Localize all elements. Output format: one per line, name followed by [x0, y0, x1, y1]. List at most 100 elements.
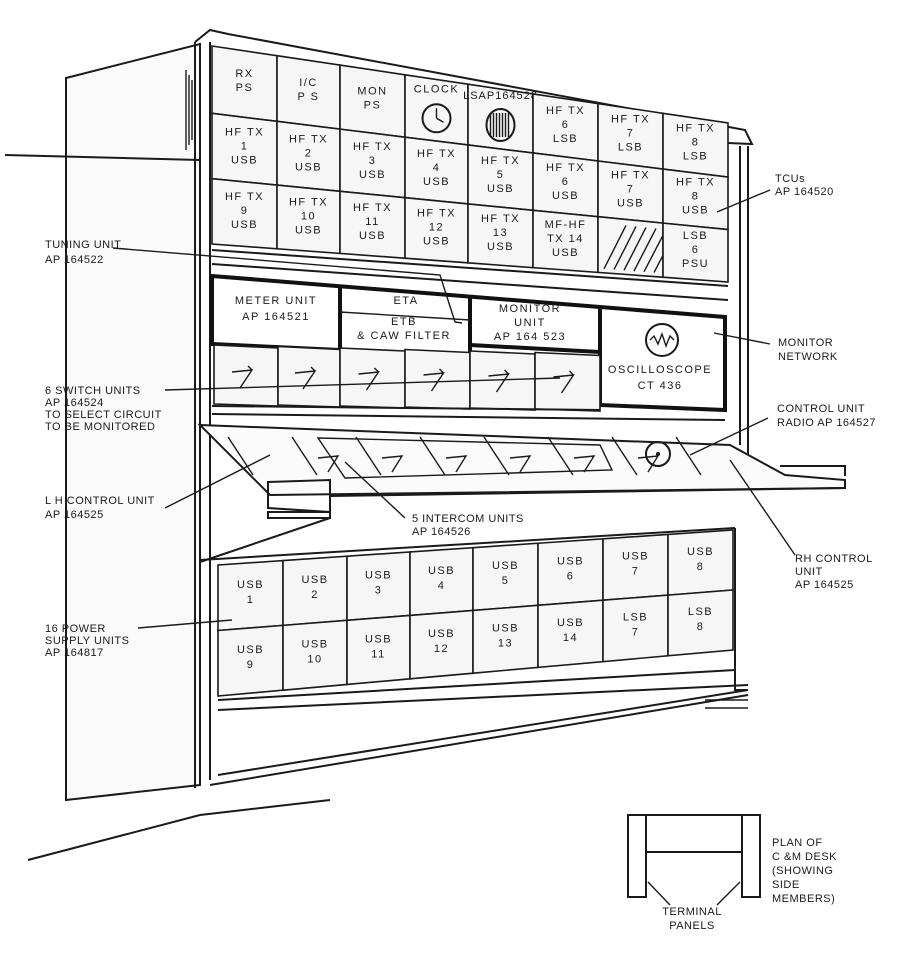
side-vent	[185, 70, 193, 150]
intercom-key-icon	[509, 455, 532, 473]
top-panel-label-line: HF TX	[353, 141, 392, 153]
plan-desk	[646, 814, 742, 853]
switch-units-label-line: 6 SWITCH UNITS	[45, 385, 141, 397]
psu-panel-label-line: 5	[502, 575, 510, 587]
tcus-label-line: TCUs	[775, 173, 805, 185]
switch-lever-icon	[488, 369, 510, 393]
eta-divider	[339, 311, 471, 321]
monitor-network-label-line: NETWORK	[778, 351, 838, 363]
lower-base-lines	[209, 669, 749, 786]
top-panel-label-line: MF-HF	[545, 219, 587, 231]
power-supply-label-line: 16 POWER	[45, 623, 106, 635]
psu-panel-label-line: USB	[237, 644, 264, 656]
oscilloscope-label-line: CT 436	[638, 380, 683, 392]
psu-panel-label-line: 7	[632, 627, 640, 639]
top-panel-label-line: 8	[692, 137, 700, 149]
desk-divider	[227, 436, 254, 476]
top-panel-label-line: USB	[552, 247, 579, 259]
psu-panel-label-line: USB	[301, 639, 328, 651]
top-panel-label-line: 6	[562, 119, 570, 131]
switch-lever-icon	[231, 365, 254, 389]
top-panel-label-line: 4	[433, 162, 441, 174]
desk-divider	[291, 436, 318, 476]
hatch-line	[613, 226, 637, 270]
top-panel-label-line: 1	[241, 141, 249, 153]
top-panel-label-line: PS	[236, 82, 254, 94]
psu-panel-label: USB 1	[237, 579, 264, 606]
switch-unit	[277, 345, 341, 408]
top-panel-label-line: LSB	[683, 151, 708, 163]
left-wall-line	[4, 154, 201, 161]
plan-diagram	[627, 814, 761, 906]
switch-unit	[404, 348, 471, 410]
top-panel-label-line: PSU	[682, 258, 709, 270]
monitor-unit-label-line: MONITOR	[499, 303, 561, 315]
hatch-line	[603, 225, 627, 270]
psu-panel-label-line: 8	[697, 621, 705, 633]
top-panel-label-line: USB	[231, 155, 258, 167]
plan-arrows	[647, 881, 741, 906]
cabinet-frame	[194, 42, 211, 788]
cabinet-top	[194, 28, 754, 146]
desk-divider	[675, 436, 702, 476]
top-panel-label-line: LSB	[683, 230, 708, 242]
meter-unit-label: METER UNIT AP 164521	[235, 295, 317, 323]
psu-panel-label-line: LSB	[688, 606, 713, 618]
switch-lever-icon	[294, 366, 317, 390]
top-panel-label-line: HF TX	[417, 208, 456, 220]
top-panel-label-line: USB	[552, 190, 579, 202]
psu-panel-label-line: 13	[498, 638, 513, 650]
leader-lines	[112, 189, 796, 629]
top-panel-label-line: LSB	[553, 133, 578, 145]
tuning-unit-label-line: AP 164522	[45, 254, 104, 266]
top-panel-label-line: RX	[235, 68, 253, 80]
psu-panel-label-line: USB	[428, 565, 455, 577]
clock-label: CLOCK	[414, 83, 459, 95]
meter-unit-label-line: METER UNIT	[235, 295, 317, 307]
top-panel-label-line: I/C	[299, 77, 318, 89]
psu-panel-label-line: 8	[697, 561, 705, 573]
top-panel-label-line: USB	[423, 236, 450, 248]
psu-panel-label-line: 3	[375, 584, 383, 596]
eta-label: ETA	[393, 295, 418, 307]
desk-right-ledge	[780, 465, 846, 476]
psu-panel-label-line: USB	[237, 579, 264, 591]
top-panel-label-line: HF TX	[611, 169, 650, 181]
psu-panel-label-line: 1	[247, 594, 255, 606]
top-panel-label-line: HF TX	[481, 213, 520, 225]
top-panel-label-line: USB	[295, 225, 322, 237]
meter-unit-label-line: AP 164521	[242, 311, 310, 323]
top-panel-label: RX PS	[235, 68, 253, 94]
lower-right-edge	[734, 528, 748, 691]
psu-panel-label-line: 4	[438, 580, 446, 592]
top-panel-label-line: MON	[357, 86, 387, 98]
top-panel-label-line: USB	[295, 162, 322, 174]
plan-label-line: SIDE	[772, 879, 800, 891]
rh-control-label-line: RH CONTROL	[795, 553, 873, 565]
top-panel-label-line: HF TX	[289, 134, 328, 146]
psu-panel-label-line: 10	[307, 654, 322, 666]
switch-unit	[534, 351, 601, 412]
top-panel-label-line: USB	[359, 169, 386, 181]
intercom-key-icon	[445, 455, 468, 473]
switch-unit	[213, 344, 279, 407]
power-supply-label-line: SUPPLY UNITS	[45, 635, 129, 647]
top-panel-label-line: HF TX	[546, 105, 585, 117]
plan-label-line: (SHOWING	[772, 865, 833, 877]
